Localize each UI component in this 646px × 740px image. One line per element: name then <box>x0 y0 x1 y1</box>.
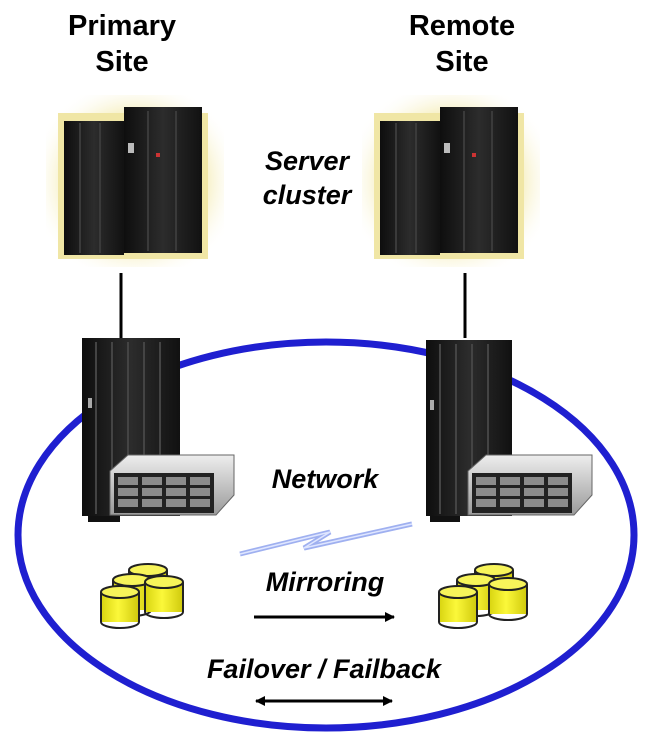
remote-storage-tray-icon <box>467 454 593 516</box>
primary-site-label: Primary Site <box>62 8 182 80</box>
remote-site-label: Remote Site <box>402 8 522 80</box>
primary-storage-tray-icon <box>109 454 235 516</box>
remote-disk-stack-icon <box>438 563 528 629</box>
network-label: Network <box>271 464 379 494</box>
mirroring-label: Mirroring <box>265 567 385 597</box>
server-cluster-line1: Server <box>264 146 350 176</box>
remote-server-mainframe-icon <box>362 95 540 267</box>
primary-disk-stack-icon <box>100 563 184 629</box>
server-cluster-label: Server cluster <box>242 144 372 212</box>
primary-site-line1: Primary <box>67 10 176 42</box>
remote-site-line2: Site <box>435 46 489 78</box>
remote-site-line1: Remote <box>408 10 516 42</box>
failover-failback-label: Failover / Failback <box>206 654 442 684</box>
primary-site-line2: Site <box>95 46 149 78</box>
server-cluster-line2: cluster <box>262 180 352 210</box>
network-lightning-link-icon <box>239 521 413 557</box>
primary-server-mainframe-icon <box>46 95 224 267</box>
cluster-ellipse <box>14 338 638 732</box>
